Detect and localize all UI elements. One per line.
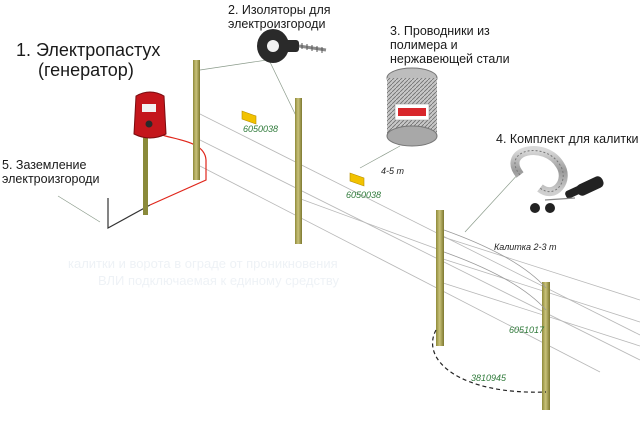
code-underground-cable: 3810945 [471, 373, 507, 383]
label-insulators: 2. Изоляторы для электроизгороди [228, 3, 331, 31]
distance-post-spacing: 4-5 m [381, 166, 405, 176]
label-energizer: 1. Электропастух (генератор) [16, 40, 161, 81]
energizer-unit [133, 91, 167, 215]
leader-lines [57, 59, 521, 233]
label-grounding: 5. Заземление электроизгороди [2, 158, 100, 186]
post-4 [542, 282, 550, 410]
fence-wires [195, 111, 640, 373]
gate-kit [510, 146, 604, 213]
background-watermark-line-2: ВЛИ подключаемая к единому средству [98, 273, 340, 288]
post-1 [193, 60, 200, 180]
warning-signs [241, 110, 365, 187]
insulator-product [257, 29, 327, 63]
distance-gate-span: Калитка 2-3 m [494, 242, 557, 252]
label-gate-kit: 4. Комплект для калитки [496, 132, 639, 146]
background-watermark-line-1: калитки и ворота в ограде от проникновен… [68, 256, 338, 271]
fence-posts [193, 60, 550, 410]
gate-elastic [443, 229, 547, 311]
label-conductors: 3. Проводники из полимера и нержавеющей … [390, 24, 510, 66]
post-3 [436, 210, 444, 346]
earth-wire [107, 198, 151, 230]
post-2 [295, 98, 302, 244]
code-gate: 6051017 [509, 325, 545, 335]
code-signs-2: 6050038 [346, 190, 382, 200]
polywire-spool [386, 67, 438, 147]
code-signs-1: 6050038 [243, 124, 279, 134]
underground-cable [431, 329, 547, 393]
